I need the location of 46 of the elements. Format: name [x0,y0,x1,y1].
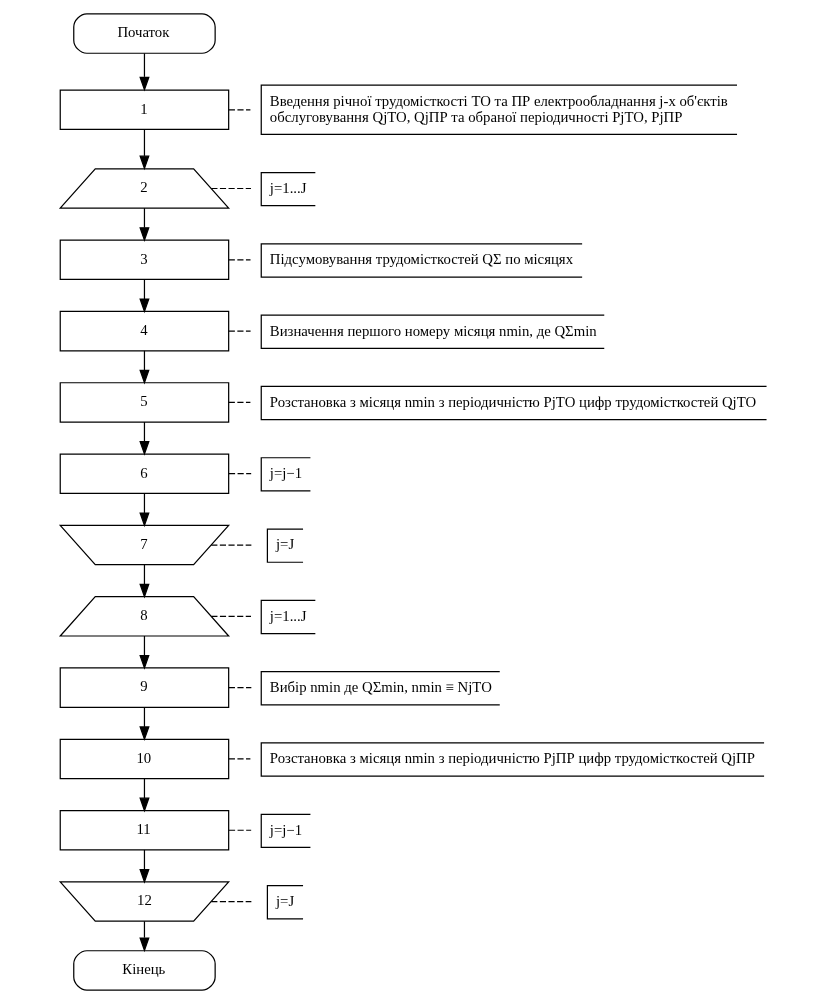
node-box: 1 [59,89,229,130]
arrow [138,492,150,527]
node-text: Розстановка з місяця nmin з періодичністю PjТО цифр трудомісткостей QjТО [269,393,756,410]
node-text: j=1...J [269,179,306,196]
node-text: Визначення першого номеру місяця nmin, де QΣmin [269,322,597,339]
arrow [138,128,150,170]
node-box: 4 [59,310,229,351]
arrow [138,421,150,456]
node-box: 3 [59,239,229,280]
connector [210,543,252,546]
arrow [138,563,150,598]
connector [227,757,251,760]
node-text: Вибір nmin де QΣmin, nmin ≡ NjТО [269,678,492,695]
arrow [138,706,150,741]
arrow [138,848,150,884]
node-text: j=1...J [269,607,306,624]
connector [227,108,251,110]
connector [227,829,252,831]
connector [227,330,251,332]
node-box: Кінець [72,949,216,991]
node-text: j=j−1 [269,464,302,481]
arrow [138,349,150,385]
node-text: j=J [275,535,294,552]
node-text: Введення річної трудомісткості ТО та ПР електрообладнання j-х об'єктів обслуговування QjТО, QjПР та обраної періодичності PjТО, PjПР [269,92,728,125]
connector [210,187,252,189]
connector [227,472,252,474]
node-box: Початок [72,12,216,54]
connector [210,615,252,617]
node-box: 11 [59,809,229,851]
arrow [138,52,150,92]
arrow [138,207,150,242]
connector [227,258,251,260]
node-box: 9 [59,666,229,708]
node-box: 10 [59,738,229,779]
arrow [138,634,150,670]
node-text: j=j−1 [269,821,302,838]
node-text: Розстановка з місяця nmin з періодичністю PjПР цифр трудомісткостей QjПР [269,749,755,766]
arrow [138,278,150,313]
arrow [138,777,150,812]
node-text: Підсумовування трудомісткостей QΣ по місяцях [269,250,573,267]
node-box: 6 [59,452,229,494]
connector [227,401,251,403]
connector [210,900,252,902]
node-text: j=J [275,892,294,909]
connector [227,686,252,688]
node-box: 5 [59,381,229,423]
